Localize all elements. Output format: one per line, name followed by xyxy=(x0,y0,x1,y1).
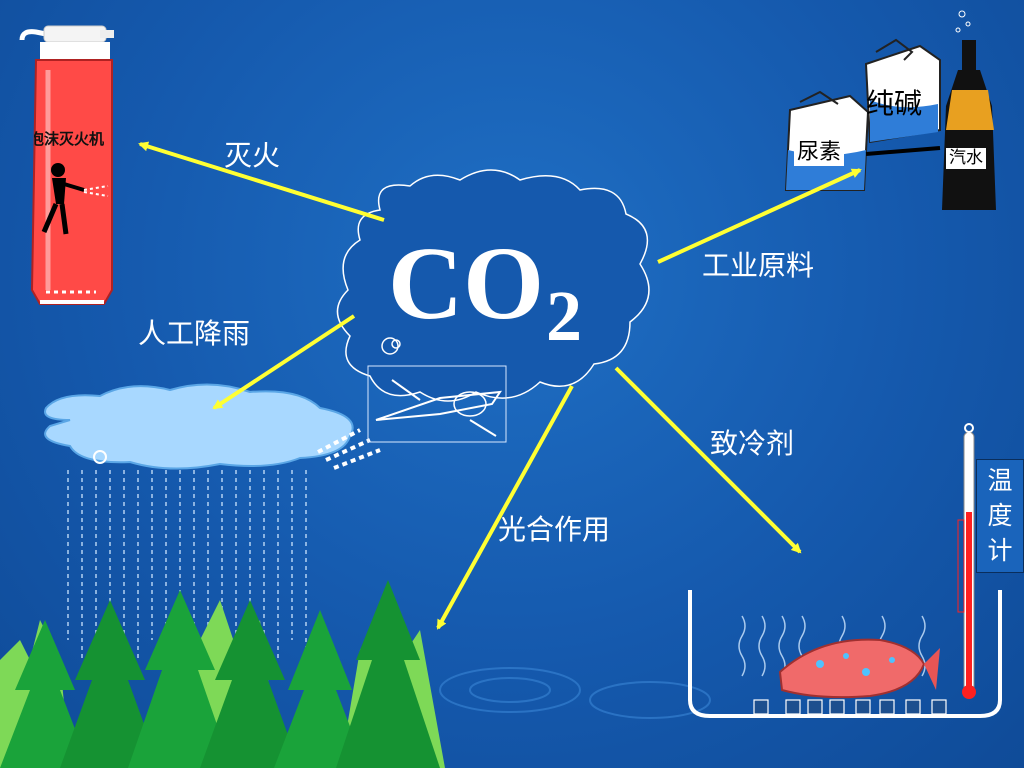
co2-main: CO xyxy=(388,226,544,341)
thermometer-label: 温 度 计 xyxy=(976,459,1024,573)
thermometer xyxy=(957,423,976,699)
thermometer-char-3: 计 xyxy=(987,536,1013,565)
tag-soda-ash: 纯碱 xyxy=(866,87,923,120)
ripples xyxy=(439,667,711,719)
label-rain: 人工降雨 xyxy=(138,317,251,350)
arrow-fire xyxy=(138,141,385,222)
extinguisher-label: 泡沫灭火机 xyxy=(34,130,104,148)
co2-formula: CO2 xyxy=(388,232,582,353)
thermometer-char-2: 度 xyxy=(987,501,1013,530)
label-fire: 灭火 xyxy=(224,139,281,172)
tag-soda-water: 汽水 xyxy=(946,148,986,169)
label-industrial: 工业原料 xyxy=(702,249,815,282)
forest xyxy=(0,580,445,768)
label-refrigerant: 致冷剂 xyxy=(710,427,795,460)
thermometer-char-1: 温 xyxy=(987,466,1013,495)
co2-cloud xyxy=(336,169,650,402)
fish-tank xyxy=(688,590,1002,718)
arrows xyxy=(138,141,862,630)
airplane xyxy=(367,365,507,443)
arrow-refrigerant xyxy=(614,366,802,554)
co2-subscript: 2 xyxy=(546,276,582,356)
arrow-rain xyxy=(212,314,356,410)
arrow-industrial xyxy=(657,168,862,264)
arrow-photosynthesis xyxy=(436,385,574,630)
rain-cloud xyxy=(44,383,381,470)
fire-extinguisher xyxy=(19,25,114,305)
tag-urea: 尿素 xyxy=(794,140,845,166)
label-photosynthesis: 光合作用 xyxy=(498,513,611,546)
